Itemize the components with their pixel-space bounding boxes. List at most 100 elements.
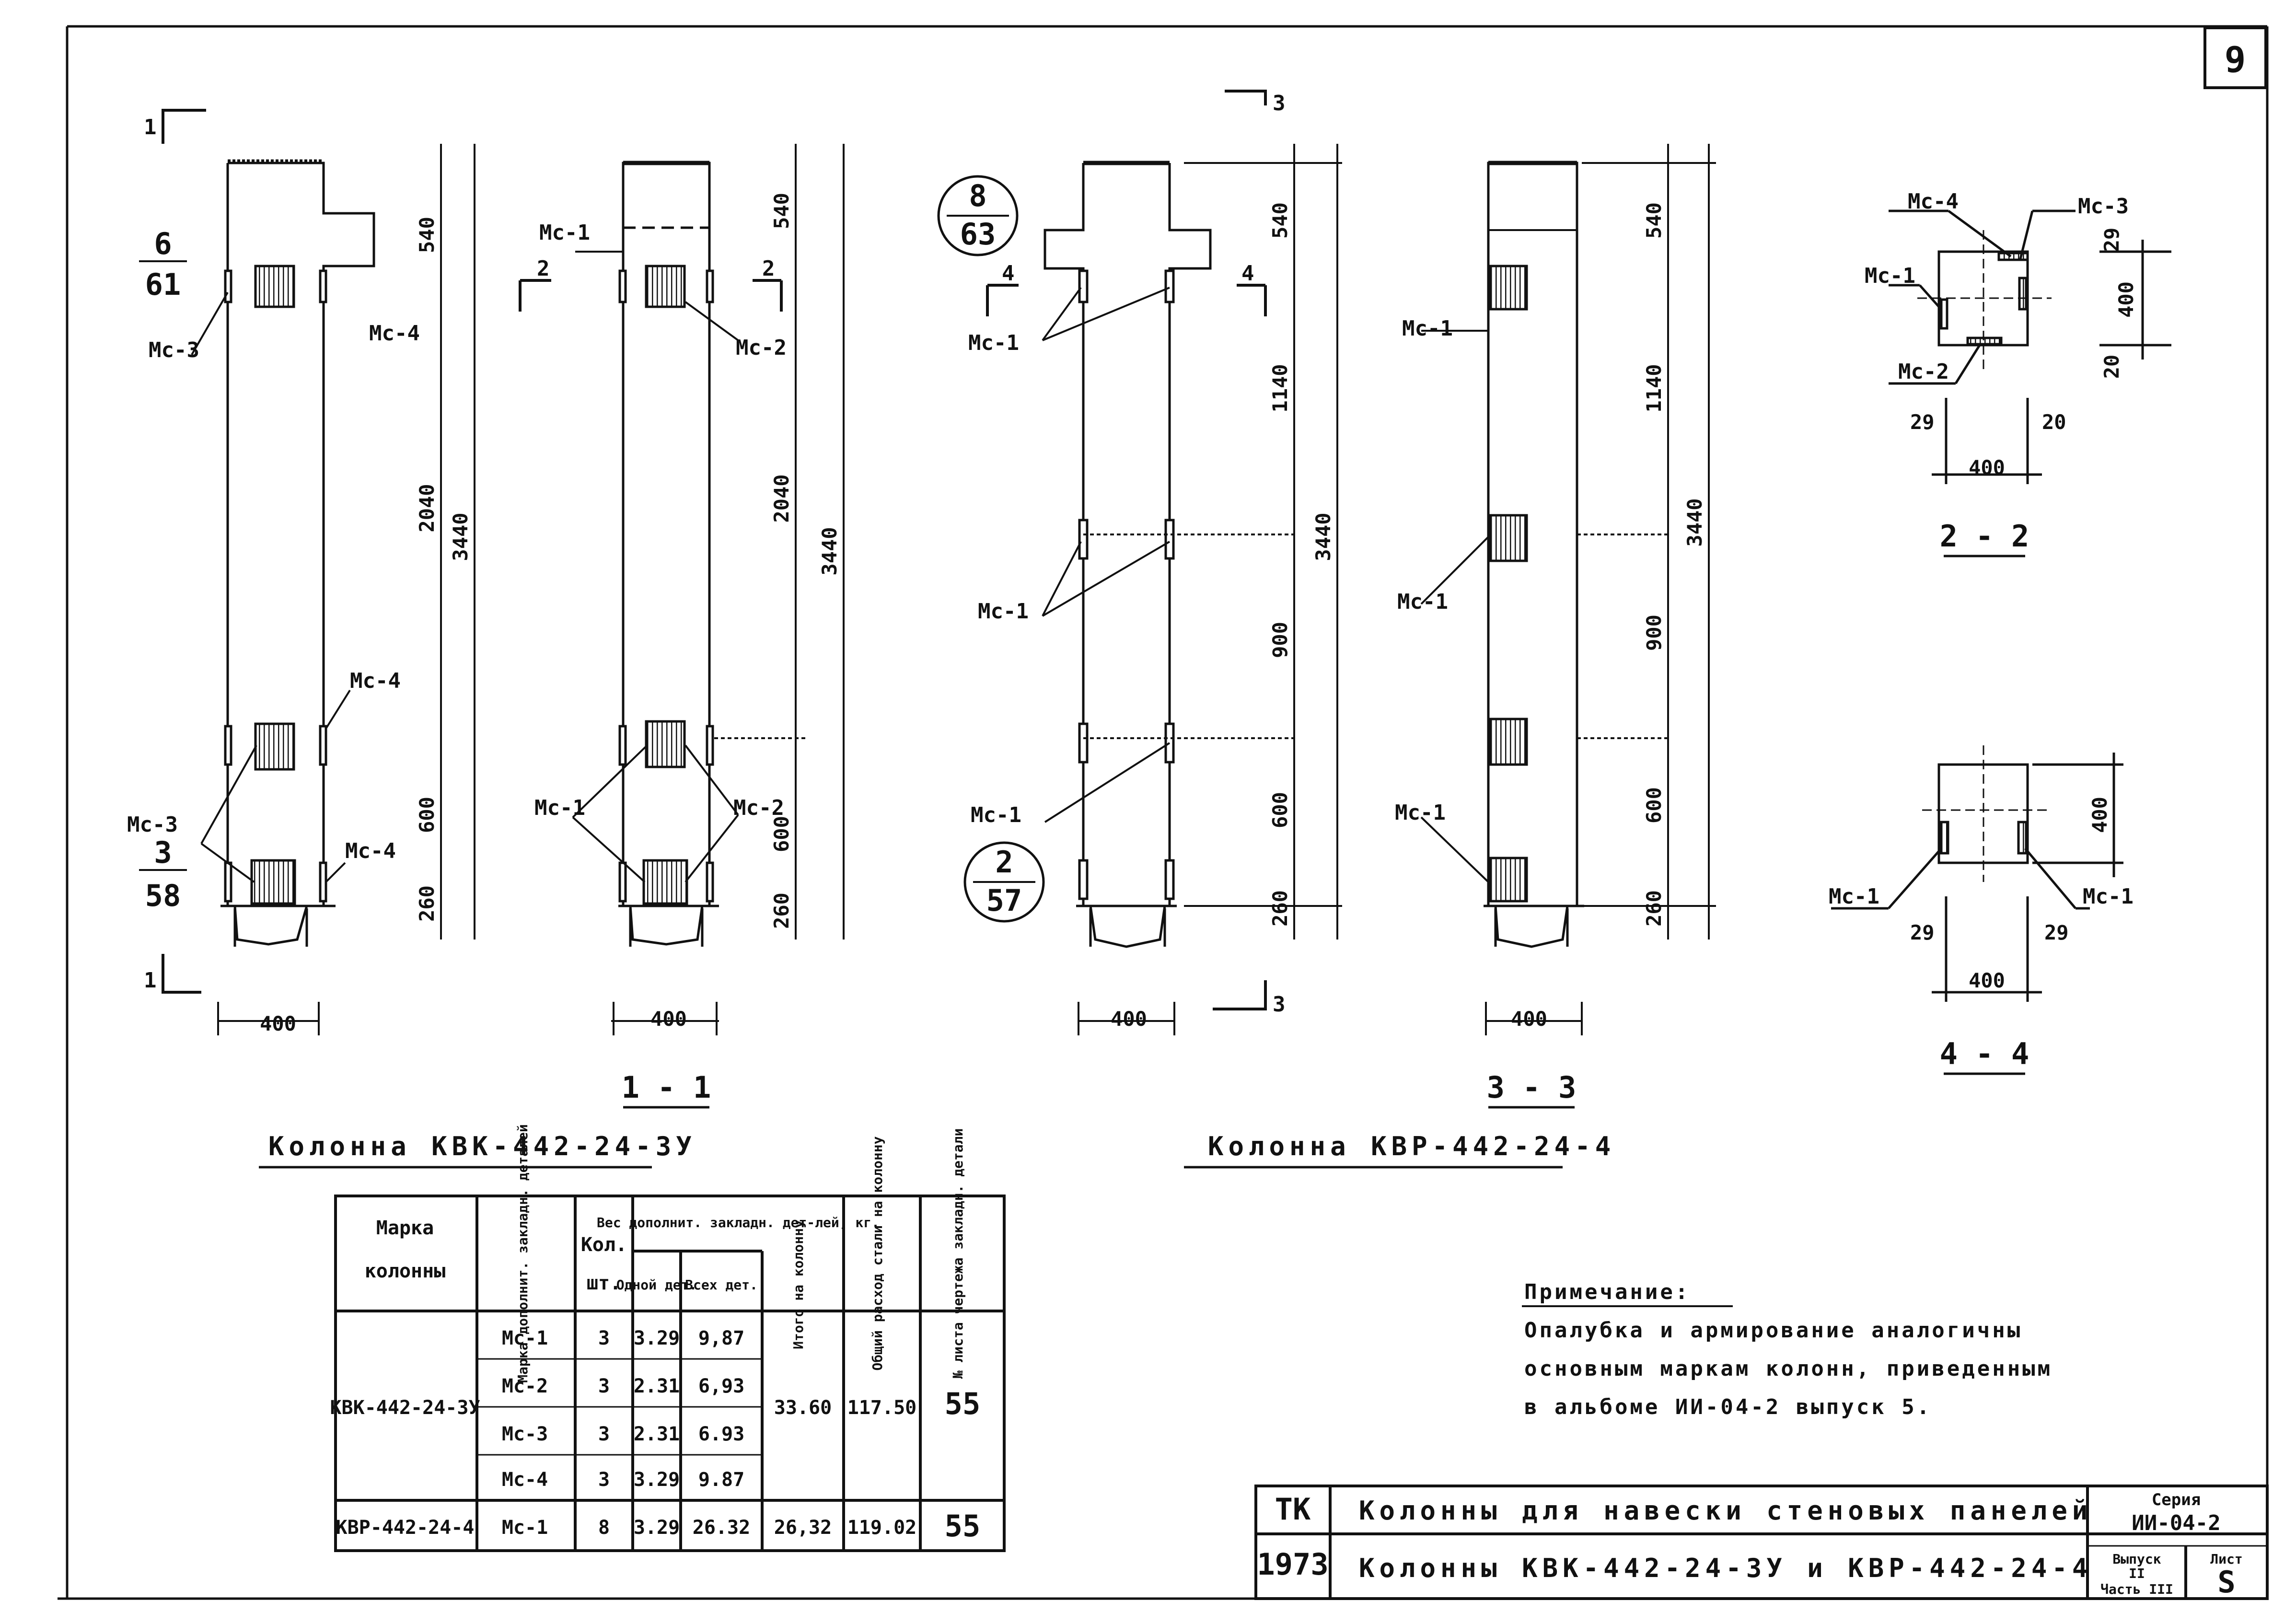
part-labels: Мс-3 Мс-4 Мс-4 Мс-3 Мс-4 Мс-1 Мс-2 Мс-1 … [127, 220, 1453, 863]
svg-text:57: 57 [986, 883, 1022, 918]
label-mc4-a: Мс-4 [369, 321, 420, 346]
cut-4-left: 4 [1002, 261, 1015, 286]
svg-text:26.32: 26.32 [693, 1517, 750, 1539]
cut-1-top: 1 [144, 115, 157, 139]
column-kvr-section [1484, 161, 1584, 948]
svg-text:Мс-1: Мс-1 [2083, 884, 2134, 909]
cut-1-bottom: 1 [144, 968, 157, 993]
label-mc4-b: Мс-4 [350, 669, 401, 693]
section-4-4 [1831, 745, 2123, 1002]
svg-text:Мс-1: Мс-1 [1865, 264, 1915, 288]
label-mc1-e: Мс-1 [971, 803, 1021, 827]
svg-text:колонны: колонны [365, 1260, 446, 1282]
svg-text:400: 400 [650, 1007, 687, 1031]
svg-text:540: 540 [415, 217, 439, 253]
note-line-3: в альбоме ИИ-04-2 выпуск 5. [1524, 1395, 1932, 1419]
svg-text:3.29: 3.29 [634, 1469, 680, 1491]
steel-table-body: КВК-442-24-3У Мс-1 3 3.29 9,87 Мс-2 3 2.… [330, 1327, 980, 1543]
note-heading: Примечание: [1524, 1280, 1690, 1304]
label-mc1-b: Мс-1 [534, 796, 585, 820]
callout-2-57: 2 57 [963, 841, 1045, 923]
label-mc1-h: Мс-1 [1395, 800, 1446, 825]
tb-issue-label: Выпуск [2112, 1551, 2161, 1567]
note-line-2: основным маркам колонн, приведенным [1524, 1357, 2052, 1381]
cut-2-left: 2 [537, 256, 550, 281]
svg-text:3440: 3440 [449, 512, 472, 561]
section-2-2 [1889, 209, 2171, 484]
svg-text:Всех дет.: Всех дет. [685, 1277, 758, 1293]
title-block [1254, 1485, 2269, 1600]
svg-text:540: 540 [770, 193, 793, 229]
svg-text:Итого на колонну: Итого на колонну [790, 1220, 806, 1349]
callout-8-63: 8 63 [937, 175, 1019, 256]
label-mc1-c: Мс-1 [968, 331, 1019, 355]
label-mc3-a: Мс-3 [149, 338, 199, 362]
label-mc2-b: Мс-2 [733, 796, 784, 820]
svg-text:600: 600 [1642, 787, 1666, 824]
svg-text:900: 900 [1268, 622, 1292, 658]
column-kvk-front [220, 159, 375, 947]
callout-3-58: 3 58 [139, 835, 187, 913]
svg-text:29: 29 [1910, 410, 1935, 434]
part-leaders [191, 251, 1489, 883]
tb-series-label: Серия [2152, 1490, 2201, 1509]
svg-text:29: 29 [1910, 921, 1935, 944]
svg-text:Мс-4: Мс-4 [1908, 189, 1959, 214]
label-mc3-b: Мс-3 [127, 812, 178, 837]
svg-text:20: 20 [2042, 410, 2066, 434]
svg-text:119.02: 119.02 [847, 1517, 917, 1539]
svg-text:Марка дополнит. закладн. детал: Марка дополнит. закладн. деталей [515, 1124, 531, 1382]
cut-3-top: 3 [1273, 91, 1286, 116]
label-mc1-d: Мс-1 [978, 599, 1029, 624]
svg-text:Мс-1: Мс-1 [502, 1517, 548, 1539]
svg-text:Мс-2: Мс-2 [502, 1375, 548, 1397]
sheet-number-box: 9 [2203, 26, 2267, 89]
row-group2-column: КВР-442-24-4 [336, 1517, 475, 1539]
svg-text:1140: 1140 [1642, 364, 1666, 412]
svg-text:29: 29 [2044, 921, 2069, 944]
view-1-1: 1 - 1 [622, 1070, 711, 1105]
tb-series-value: ИИ-04-2 [2132, 1511, 2220, 1535]
svg-text:600: 600 [770, 816, 793, 852]
column-titles: Колонна КВК-442-24-3У Колонна КВР-442-24… [259, 1131, 1611, 1169]
svg-text:260: 260 [1268, 890, 1292, 927]
cut-4-right: 4 [1241, 261, 1254, 286]
sheet-number: 9 [2225, 39, 2246, 81]
svg-text:3: 3 [598, 1423, 610, 1445]
tb-year: 1973 [1257, 1547, 1328, 1582]
svg-text:шт.: шт. [587, 1272, 621, 1294]
svg-text:400: 400 [2114, 281, 2138, 318]
svg-text:6,93: 6,93 [698, 1375, 744, 1397]
svg-text:3440: 3440 [1311, 512, 1335, 561]
svg-text:55: 55 [945, 1508, 981, 1543]
tb-sheet-value: S [2217, 1565, 2235, 1600]
svg-text:29: 29 [2100, 228, 2123, 252]
column-kvk-section [618, 161, 719, 947]
title-block-texts: ТК 1973 Колонны для навески стеновых пан… [1257, 1490, 2242, 1600]
svg-text:Вес дополнит. закладн. дет-лей: Вес дополнит. закладн. дет-лей, кг. [597, 1215, 880, 1230]
svg-text:900: 900 [1642, 615, 1666, 651]
view-labels: 1 - 1 3 - 3 2 - 2 4 - 4 [622, 519, 2029, 1109]
column-kvr-front [1044, 161, 1212, 948]
dimension-texts: 540 2040 3440 600 260 540 2040 3440 600 … [260, 193, 1706, 1035]
svg-text:540: 540 [1268, 202, 1292, 239]
svg-text:400: 400 [1511, 1007, 1547, 1031]
svg-text:26,32: 26,32 [774, 1517, 832, 1539]
steel-table-headers: Марка колонны Марка дополнит. закладн. д… [365, 1124, 966, 1382]
svg-text:400: 400 [1111, 1007, 1147, 1031]
svg-text:1140: 1140 [1268, 364, 1292, 412]
tb-title-1: Колонны для навески стеновых панелей [1359, 1496, 2092, 1526]
svg-text:Мс-1: Мс-1 [1829, 884, 1879, 909]
callout-6-61: 6 61 [139, 226, 187, 302]
svg-text:2040: 2040 [770, 474, 793, 522]
note: Примечание: Опалубка и армирование анало… [1522, 1280, 2052, 1419]
svg-text:61: 61 [145, 267, 181, 302]
svg-text:3: 3 [598, 1375, 610, 1397]
svg-text:2: 2 [995, 845, 1013, 880]
svg-text:600: 600 [1268, 792, 1292, 828]
label-mc1-g: Мс-1 [1397, 590, 1448, 614]
section-2-2-labels: Мс-4 Мс-3 Мс-1 Мс-2 400 29 20 400 29 20 [1865, 189, 2138, 479]
svg-text:260: 260 [415, 885, 439, 922]
svg-text:400: 400 [1969, 456, 2005, 479]
